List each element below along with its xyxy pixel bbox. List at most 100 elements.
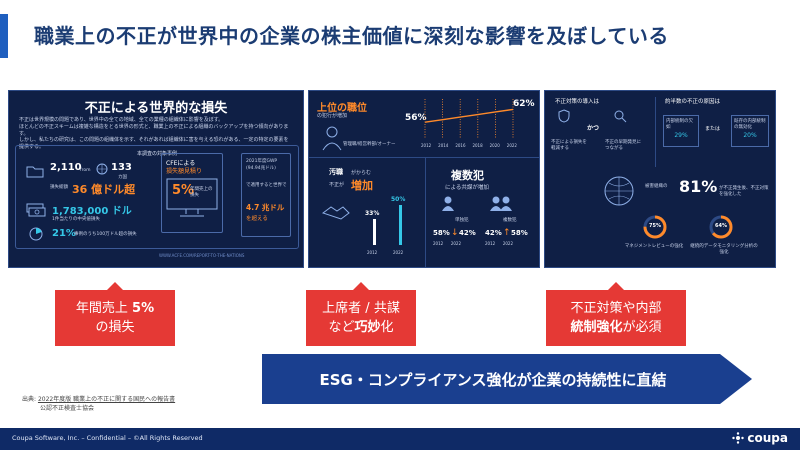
cfe-percent: 5% [172, 183, 195, 198]
year-label: 2016 [455, 143, 466, 148]
rank-pct-2022: 62% [513, 99, 535, 109]
causes-title: 約半数の不正の原因は [665, 99, 721, 105]
data-monitoring-ring [709, 215, 733, 239]
esg-banner-text: ESG・コンプライアンス強化が企業の持続性に直結 [319, 370, 667, 389]
gwp-year: 2021年度GWP [246, 159, 278, 164]
footer-text: Coupa Software, Inc. – Confidential – ©A… [12, 434, 203, 442]
corruption-bar-label: 50% [391, 196, 406, 203]
corruption-bar-label: 33% [365, 209, 380, 217]
title-accent-bar [0, 14, 8, 58]
desc-line-1: 不正は世界規模の問題であり、世界中の全ての地域、全ての業種の組織体に影響を及ぼす… [19, 117, 224, 123]
handshake-icon [321, 206, 350, 220]
corruption-title: 汚職 [329, 168, 343, 176]
gwp-amount: 4.7 兆ドル [246, 203, 285, 212]
gwp-note: (94.94兆ドル) [246, 166, 276, 171]
callout-2-post: 化 [380, 320, 394, 335]
year-label: 2014 [438, 143, 449, 148]
corruption-sub: 不正が [329, 182, 345, 188]
single-person-icon [442, 196, 454, 211]
source-url: WWW.ACFE.COM/REPORT-TO-THE-NATIONS [159, 253, 245, 258]
cases-stat: 2,110 [50, 162, 82, 173]
year-label: 2022 [506, 143, 517, 148]
source-link[interactable]: 2022年度版 職業上の不正に関する国民への報告書 [37, 396, 176, 403]
lack-controls-box: 内部統制の欠如 29% [663, 115, 699, 147]
total-loss-value: 36 億ドル超 [72, 183, 136, 196]
multi-label: 複数犯 [503, 218, 517, 223]
corruption-mid: がからむ [351, 170, 372, 176]
data-monitoring-label: 継続的データモニタリング分析の強化 [690, 244, 758, 255]
slide-title: 職業上の不正が世界中の企業の株主価値に深刻な影響を及ぼしている [34, 24, 669, 48]
controls-title: 不正対策の導入は [555, 99, 600, 105]
lack-controls-pct: 29% [674, 132, 688, 139]
orgs-sub: が不正発生後、不正対策を強化した [719, 186, 769, 197]
orgs-pct: 81% [679, 177, 718, 196]
rank-pct-2012: 56% [405, 113, 427, 123]
global-fraud-loss-panel: 不正による世界的な損失 不正は世界規模の問題であり、世界中の全ての地域、全ての業… [8, 90, 304, 268]
callout-sophistication: 上席者 / 共謀 など巧妙化 [306, 282, 416, 346]
or-label: または [705, 126, 721, 132]
executive-icon [322, 126, 342, 151]
pct-21-label: 事例のうち100万ドル超の損失 [74, 232, 137, 237]
divider [425, 157, 426, 267]
ring-fill [643, 215, 667, 239]
callout-1-bold: 5% [132, 300, 155, 316]
median-loss-label: 1件当たりの中央値損失 [52, 217, 100, 222]
early-detection-label: 不正の早期発見につながる [605, 140, 641, 151]
data-monitoring-pct: 64% [715, 223, 727, 229]
group-icon [490, 196, 512, 211]
multi-2022: 58% [511, 229, 528, 237]
fraud-controls-panel: 不正対策の導入は かつ 不正による損失を軽減する 不正の早期発見につながる 約半… [544, 90, 776, 268]
money-stack-icon [26, 203, 46, 217]
desc-line-2: ほとんどの不正スキームは複雑な構造をとる世界の形式と、職業上の不正による組織のバ… [19, 123, 289, 137]
gwp-box: 2021年度GWP (94.94兆ドル) で適用すると世界で 4.7 兆ドル を… [241, 153, 291, 237]
rank-sub: の犯行が増加 [317, 113, 348, 119]
cases-number: 2,110 [50, 162, 82, 173]
reduce-loss-label: 不正による損失を軽減する [551, 140, 587, 151]
coupa-logo-text: coupa [747, 431, 788, 445]
multi-years: 2012 2022 [485, 241, 514, 246]
box-heading: 本調査の対象事例 [136, 151, 177, 157]
corruption-year-label: 2012 [367, 250, 378, 255]
corruption-increase: 増加 [351, 179, 373, 192]
single-label: 単独犯 [455, 218, 469, 223]
gwp-apply: で適用すると世界で [246, 183, 287, 188]
override-controls-label: 既存の内部統制の無効化 [734, 119, 766, 130]
rank-line-chart [424, 99, 514, 139]
source-org: 公認不正検査士協会 [40, 405, 95, 412]
desc-line-3: しかし、私たちの研究は、この問題の組織体を示す、それがあれば組織体に害を与える恐… [19, 137, 289, 150]
cfe-percent-label: 年間売上の損失 [190, 187, 213, 198]
management-review-ring [643, 215, 667, 239]
and-label: かつ [587, 125, 600, 132]
year-label: 2012 [421, 143, 432, 148]
from-label: from [80, 168, 91, 173]
year-label: 2018 [472, 143, 483, 148]
magnifier-icon [614, 110, 627, 123]
folder-icon [26, 166, 44, 178]
shield-icon [558, 109, 570, 123]
rank-roles: 管理職/経営幹部/オーナー [343, 142, 396, 147]
management-review-label: マネジメントレビューの強化 [624, 244, 684, 249]
divider [309, 157, 539, 158]
callout-2-pre: など [328, 320, 355, 335]
callout-revenue-loss: 年間売上 5% の損失 [55, 282, 175, 346]
gwp-over: を超える [246, 216, 268, 222]
callout-1-text: 年間売上 [75, 300, 133, 316]
callout-2-line1: 上席者 / 共謀 [322, 300, 400, 316]
cfe-estimate-box: CFEによる 損失額見積り 5% 年間売上の損失 [161, 153, 223, 233]
single-2012: 58% [433, 229, 450, 237]
callout-1-line2: の損失 [95, 320, 135, 335]
multi-sub: による共謀が増加 [445, 185, 489, 191]
countries-unit: カ国 [118, 175, 127, 180]
divider [655, 97, 656, 167]
esg-banner-arrow [262, 354, 752, 404]
lack-controls-label: 内部統制の欠如 [666, 119, 693, 130]
ring-fill [709, 215, 733, 239]
panel-title: 不正による世界的な損失 [84, 101, 228, 116]
callout-3-bold: 統制強化 [570, 320, 623, 335]
management-review-pct: 75% [649, 223, 661, 229]
median-loss-value: 1,783,000 ドル [52, 206, 132, 217]
single-years: 2012 2022 [433, 241, 462, 246]
